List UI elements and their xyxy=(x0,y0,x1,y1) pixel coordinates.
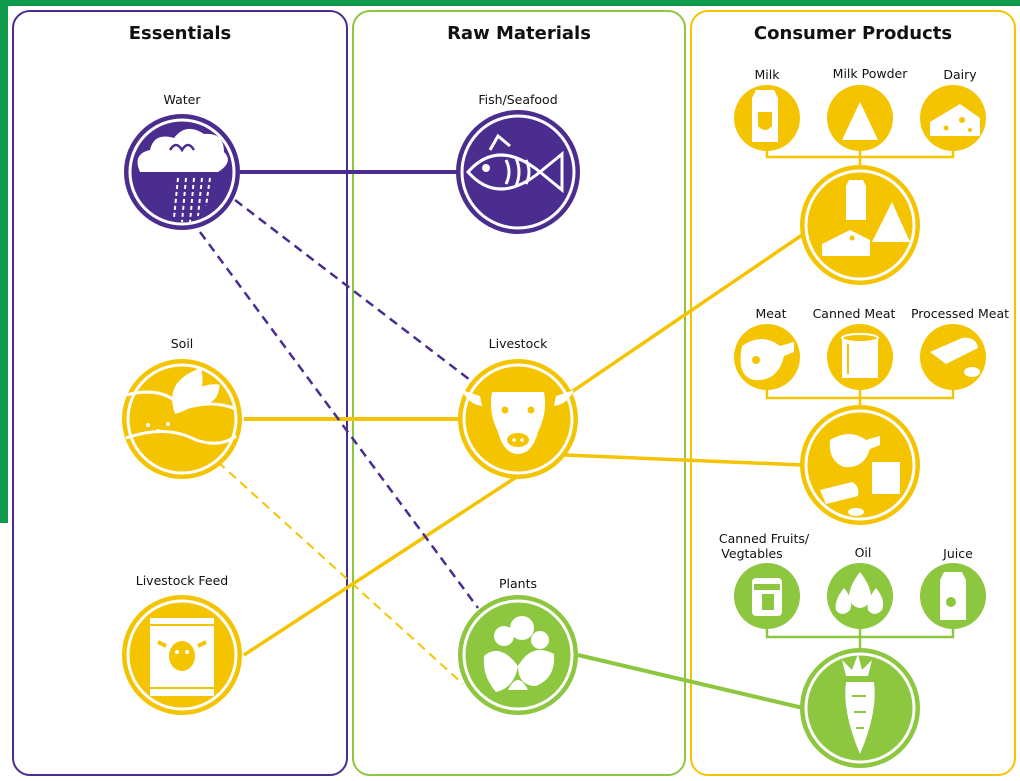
produce-tree-connector xyxy=(765,628,955,650)
top-frame-bar xyxy=(0,0,1020,6)
fish-seafood-node xyxy=(456,110,580,234)
juice-label: Juice xyxy=(943,546,973,561)
processed-meat-label: Processed Meat xyxy=(910,306,1010,321)
livestock-node xyxy=(458,359,578,479)
dairy-group-node xyxy=(800,165,920,285)
cow-head-icon xyxy=(462,390,574,454)
canned-meat-label: Canned Meat xyxy=(812,306,896,321)
essentials-column xyxy=(12,10,348,776)
powder-pile-icon xyxy=(842,102,878,140)
livestock-feed-label: Livestock Feed xyxy=(135,573,229,588)
raw-materials-column xyxy=(352,10,686,776)
dairy-products-icon xyxy=(822,180,910,256)
plants-to-produce-line xyxy=(577,653,804,710)
left-frame-strip xyxy=(0,0,8,523)
milk-powder-label: Milk Powder xyxy=(832,66,908,81)
consumer-products-title: Consumer Products xyxy=(753,23,953,44)
feed-bag-icon xyxy=(150,618,214,696)
sausage-icon xyxy=(930,337,980,377)
ham-leg-icon xyxy=(740,339,794,381)
canned-fruits-label-line2: Vegtables xyxy=(721,546,783,561)
connectors xyxy=(198,150,955,710)
oil-node xyxy=(827,563,893,629)
milk-node xyxy=(734,85,800,151)
meat-products-icon xyxy=(820,434,900,516)
meat-group-node xyxy=(800,405,920,525)
livestock-to-meat-line xyxy=(564,453,804,467)
milk-carton-icon xyxy=(752,90,778,142)
meat-label: Meat xyxy=(755,306,787,321)
livestock-label: Livestock xyxy=(488,336,548,351)
raw-materials-title: Raw Materials xyxy=(447,23,591,44)
oil-label: Oil xyxy=(854,545,872,560)
dairy-label: Dairy xyxy=(943,67,977,82)
water-to-plants-dashed-line xyxy=(198,231,480,609)
plants-node xyxy=(458,595,578,715)
canned-meat-node xyxy=(827,324,893,390)
vegetables-icon xyxy=(483,616,555,692)
soil-sprout-icon xyxy=(125,367,237,445)
soil-node xyxy=(122,359,242,479)
rain-cloud-icon xyxy=(137,128,228,223)
water-node xyxy=(124,114,240,230)
soil-label: Soil xyxy=(170,336,194,351)
feed-to-livestock-line xyxy=(243,474,519,657)
canned-fruits-node xyxy=(734,563,800,629)
plants-label: Plants xyxy=(498,576,537,591)
water-to-livestock-dashed-line xyxy=(234,199,471,381)
produce-group-node xyxy=(800,648,920,768)
canned-fruits-label-line1: Canned Fruits/ xyxy=(718,531,810,546)
water-label: Water xyxy=(163,92,201,107)
jar-icon xyxy=(752,578,782,616)
can-icon xyxy=(841,333,879,378)
processed-meat-node xyxy=(920,324,986,390)
livestock-to-dairy-line xyxy=(569,231,806,395)
carrot-icon xyxy=(842,654,875,754)
livestock-feed-node xyxy=(122,595,242,715)
essentials-title: Essentials xyxy=(128,23,232,44)
soil-to-plants-dashed-line xyxy=(217,461,464,685)
dairy-node xyxy=(920,85,986,151)
milk-label: Milk xyxy=(754,67,780,82)
cheese-icon xyxy=(930,104,980,136)
oil-drops-icon xyxy=(835,572,884,614)
fish-seafood-label: Fish/Seafood xyxy=(478,92,558,107)
milk-powder-node xyxy=(827,85,893,151)
juice-node xyxy=(920,563,986,629)
meat-node xyxy=(734,324,800,390)
consumer-products-column xyxy=(690,10,1016,776)
fish-icon xyxy=(465,133,564,194)
juice-carton-icon xyxy=(940,572,966,620)
